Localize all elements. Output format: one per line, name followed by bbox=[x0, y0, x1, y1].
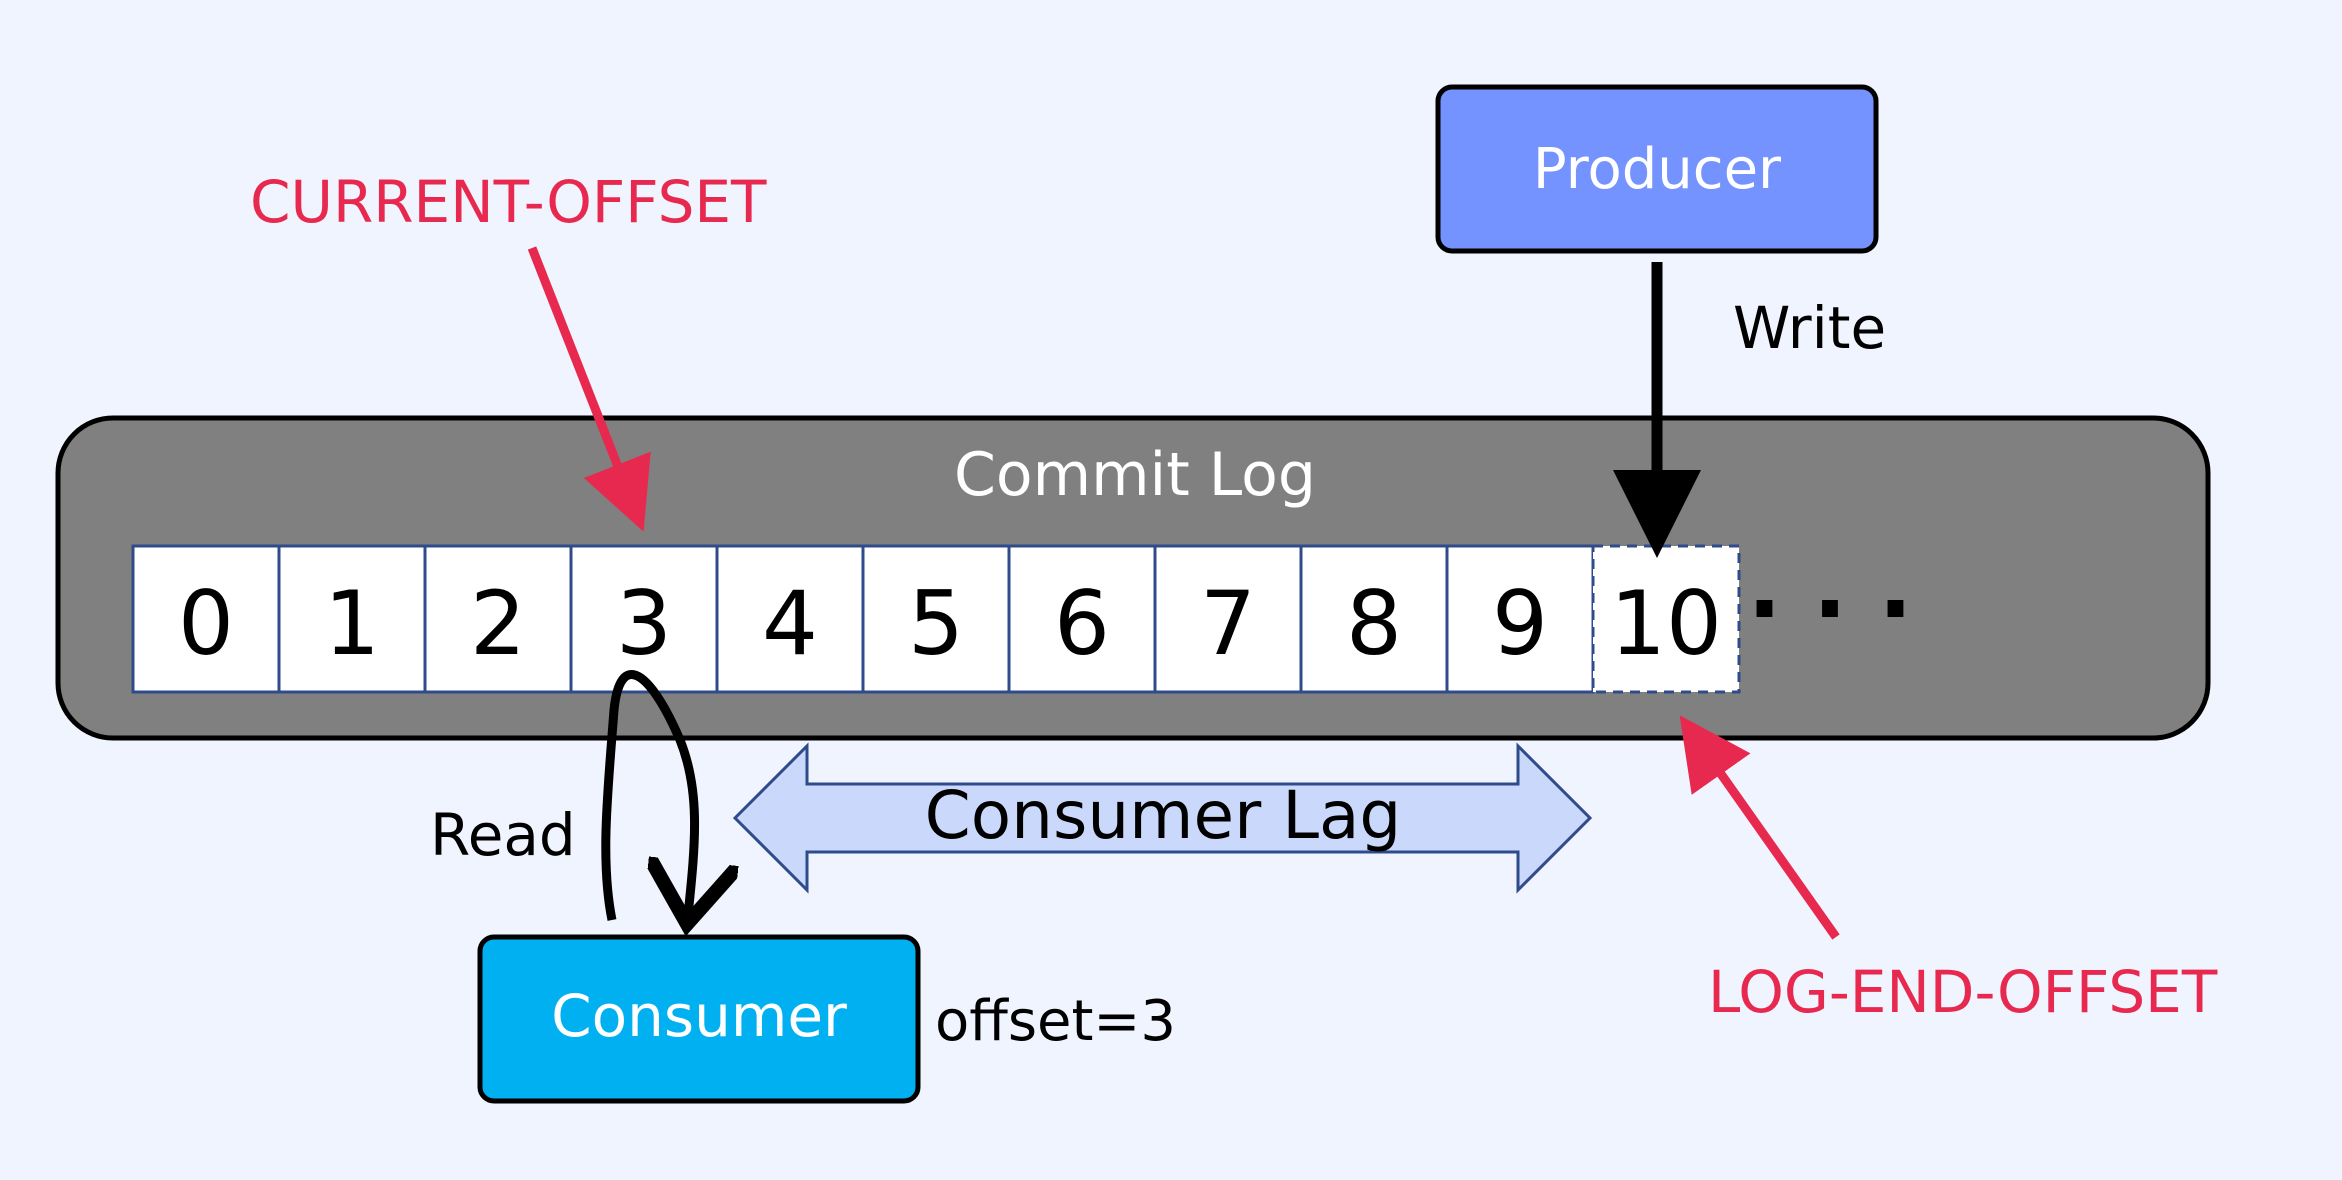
log-end-offset-arrow bbox=[1679, 715, 1840, 940]
consumer-offset-note: offset=3 bbox=[935, 989, 1176, 1054]
more-cells-ellipsis: · · · bbox=[1747, 557, 1912, 662]
write-label: Write bbox=[1733, 294, 1886, 362]
log-cell: 2 bbox=[423, 544, 573, 694]
log-cell-value: 0 bbox=[178, 572, 234, 675]
commit-log-title: Commit Log bbox=[954, 440, 1316, 510]
log-cell: 4 bbox=[715, 544, 865, 694]
log-cell: 8 bbox=[1299, 544, 1449, 694]
read-label: Read bbox=[430, 801, 576, 869]
current-offset-label: CURRENT-OFFSET bbox=[250, 168, 767, 236]
log-cell-value: 2 bbox=[470, 572, 526, 675]
log-cell-value: 6 bbox=[1054, 572, 1110, 675]
log-cell: 6 bbox=[1007, 544, 1157, 694]
log-cell-value: 5 bbox=[908, 572, 964, 675]
log-cell-value: 3 bbox=[616, 572, 672, 675]
log-cell-value: 4 bbox=[762, 572, 818, 675]
log-cell: 7 bbox=[1153, 544, 1303, 694]
consumer-lag-label: Consumer Lag bbox=[925, 777, 1402, 854]
current-offset-arrow bbox=[527, 246, 651, 532]
log-cell-value: 9 bbox=[1492, 572, 1548, 675]
consumer-lag-arrow bbox=[732, 742, 1593, 894]
log-cell-value: 1 bbox=[324, 572, 380, 675]
log-cell: 5 bbox=[861, 544, 1011, 694]
log-cell-value: 7 bbox=[1200, 572, 1256, 675]
log-cell: 3 bbox=[569, 544, 719, 694]
log-cell: 1 bbox=[277, 544, 427, 694]
log-end-offset-label: LOG-END-OFFSET bbox=[1708, 958, 2218, 1026]
read-arrow bbox=[601, 670, 695, 920]
producer-box[interactable] bbox=[1435, 84, 1879, 254]
log-cell-value: 8 bbox=[1346, 572, 1402, 675]
log-cell: 0 bbox=[131, 544, 281, 694]
log-cell: 9 bbox=[1445, 544, 1595, 694]
log-cell-value: 10 bbox=[1610, 572, 1722, 675]
consumer-box[interactable] bbox=[477, 934, 921, 1104]
consumer-label: Consumer bbox=[551, 982, 847, 1050]
producer-label: Producer bbox=[1533, 137, 1782, 202]
log-cell-end: 10 bbox=[1591, 544, 1741, 694]
